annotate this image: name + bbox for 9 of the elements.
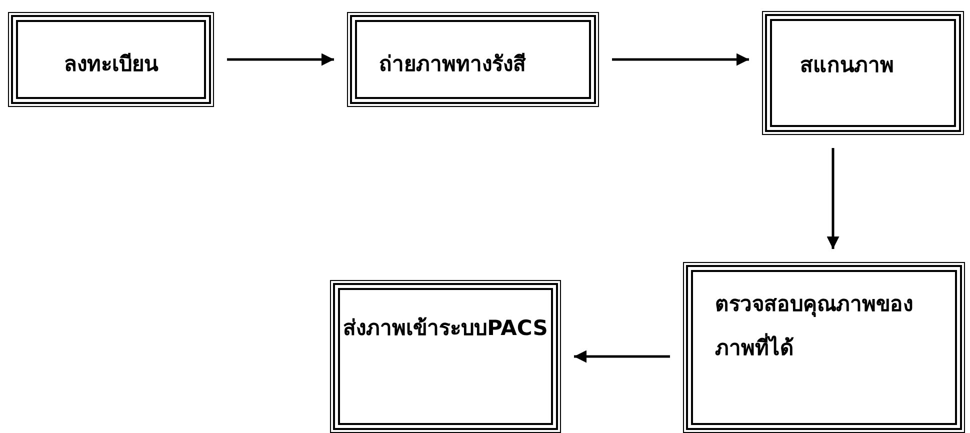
process-box: ตรวจสอบคุณภาพของภาพที่ได้: [686, 265, 962, 430]
arrow: [826, 148, 840, 249]
arrow: [574, 350, 670, 363]
arrow: [227, 53, 334, 66]
process-box: ส่งภาพเข้าระบบPACS: [333, 283, 558, 430]
process-box: ถ่ายภาพทางรังสี: [350, 15, 596, 104]
process-box: สแกนภาพ: [765, 14, 961, 132]
arrow: [612, 53, 749, 66]
process-box: ลงทะเบียน: [11, 15, 211, 104]
